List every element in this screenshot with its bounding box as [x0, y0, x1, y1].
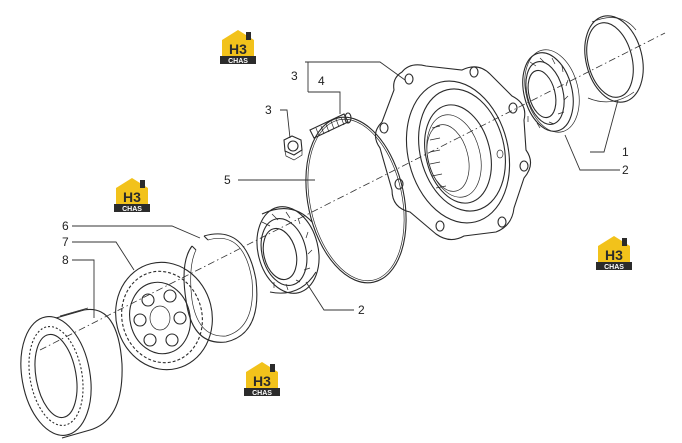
leader-2-right — [564, 134, 620, 171]
part-o-ring — [305, 116, 407, 284]
leader-lines — [72, 61, 620, 318]
callout-2-right: 2 — [622, 163, 629, 177]
leader-8 — [72, 259, 95, 318]
part-bearing-right — [522, 49, 580, 133]
leader-6 — [72, 225, 201, 239]
callout-1: 1 — [622, 145, 629, 159]
watermark-sub: CHAS — [252, 390, 272, 397]
leader-4 — [308, 91, 341, 114]
watermark-letters: H3 — [229, 41, 247, 57]
watermark-sub: CHAS — [122, 206, 142, 213]
leader-7 — [72, 241, 135, 271]
part-ring-gear — [20, 307, 123, 439]
watermark-sub: CHAS — [604, 264, 624, 271]
callout-5: 5 — [224, 173, 231, 187]
part-snap-ring — [183, 233, 258, 343]
callout-3-nut: 3 — [265, 103, 272, 117]
leader-3-hub — [305, 61, 406, 81]
watermark-letters: H3 — [123, 189, 141, 205]
assembly-axis — [39, 32, 666, 351]
callout-3-hub: 3 — [291, 69, 298, 83]
part-nut — [283, 135, 303, 161]
callout-6: 6 — [62, 219, 69, 233]
callout-8: 8 — [62, 253, 69, 267]
callout-7: 7 — [62, 235, 69, 249]
watermark-sub: CHAS — [228, 58, 248, 65]
leader-1 — [590, 99, 619, 153]
part-bearing-inner — [256, 206, 320, 294]
watermark-letters: H3 — [253, 373, 271, 389]
leader-3-nut — [280, 109, 291, 139]
callout-4: 4 — [318, 74, 325, 88]
part-gear-plate — [115, 261, 213, 371]
part-seal-ring — [584, 15, 644, 103]
leader-2-bottom — [305, 281, 354, 311]
part-wheel-hub — [374, 64, 532, 241]
callout-2-bottom: 2 — [358, 303, 365, 317]
watermark-letters: H3 — [605, 247, 623, 263]
